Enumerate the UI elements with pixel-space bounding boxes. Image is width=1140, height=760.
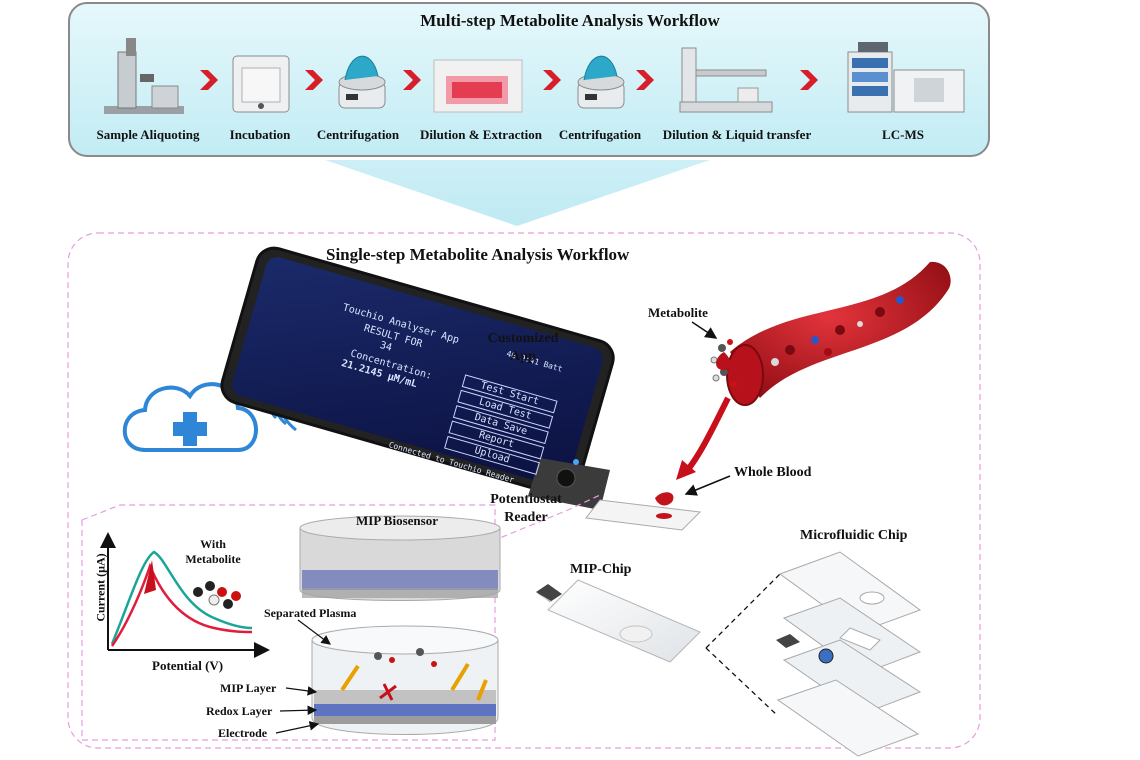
separated-plasma-cylinder (311, 625, 499, 735)
mip-biosensor-cylinder (299, 515, 501, 601)
centrifuge-icon (338, 55, 386, 109)
potentiostat-reader-label: Potentiostat Reader (490, 492, 562, 525)
step-label-dilution-liquid-transfer: Dilution & Liquid transfer (662, 127, 812, 142)
incubator-icon (232, 55, 290, 113)
mip-chip-label: MIP-Chip (570, 562, 632, 577)
step-label-sample-aliquoting: Sample Aliquoting (96, 127, 200, 142)
single-step-title: Single-step Metabolite Analysis Workflow (326, 245, 630, 264)
mip-chip-device (536, 579, 701, 663)
chevron-right-icon (636, 70, 654, 90)
chevron-right-icon (305, 70, 323, 90)
single-step-dashed-border (67, 232, 981, 749)
separated-plasma-label: Separated Plasma (264, 606, 357, 620)
molecule-model (193, 581, 241, 609)
step-label-incubation: Incubation (229, 127, 291, 142)
mip-biosensor-label: MIP Biosensor (356, 513, 438, 528)
potential-axis-label: Potential (V) (152, 658, 224, 673)
potentiostat-reader-device (528, 458, 702, 531)
with-metabolite-label: With Metabolite (185, 537, 241, 566)
cv-curve-red (110, 562, 253, 647)
metabolite-label: Metabolite (648, 305, 708, 320)
smartphone-illustration (220, 246, 615, 497)
microfluidic-chip-label: Microfluidic Chip (800, 528, 908, 543)
current-axis-label: Current (µA) (93, 553, 108, 622)
blood-vessel-icon (726, 261, 951, 406)
chevron-right-icon (543, 70, 561, 90)
electrode-label: Electrode (218, 726, 268, 740)
mip-layer-label: MIP Layer (220, 681, 277, 695)
step-label-dilution-extraction: Dilution & Extraction (419, 127, 543, 142)
customized-app-label: Customized App (487, 331, 559, 364)
red-flow-arrow (676, 460, 696, 480)
cv-plot (100, 532, 270, 658)
chevron-right-icon (403, 70, 421, 90)
cloud-health-icon (122, 382, 258, 452)
down-transition-arrow (325, 160, 710, 226)
metabolite-molecules (710, 339, 737, 387)
step-label-centrifugation: Centrifugation (316, 127, 400, 142)
lc-ms-instrument-icon (847, 42, 965, 113)
multi-step-icons (104, 38, 965, 114)
step-label-lc-ms: LC-MS (882, 127, 924, 142)
centrifuge-icon (577, 55, 625, 109)
extraction-plate-icon (433, 59, 523, 113)
whole-blood-label: Whole Blood (734, 465, 812, 480)
pipette-instrument-icon (104, 38, 184, 114)
chevron-right-icon (200, 70, 218, 90)
redox-layer-label: Redox Layer (206, 704, 273, 718)
step-label-centrifugation-2: Centrifugation (558, 127, 642, 142)
liquid-handler-icon (679, 47, 773, 113)
cv-curve-teal (110, 550, 253, 645)
phone-result-value: 34 (378, 339, 394, 354)
multi-step-banner-shape (68, 2, 990, 226)
multi-step-title: Multi-step Metabolite Analysis Workflow (420, 11, 720, 30)
microfluidic-chip-layers (776, 551, 922, 757)
chevron-right-icon (800, 70, 818, 90)
